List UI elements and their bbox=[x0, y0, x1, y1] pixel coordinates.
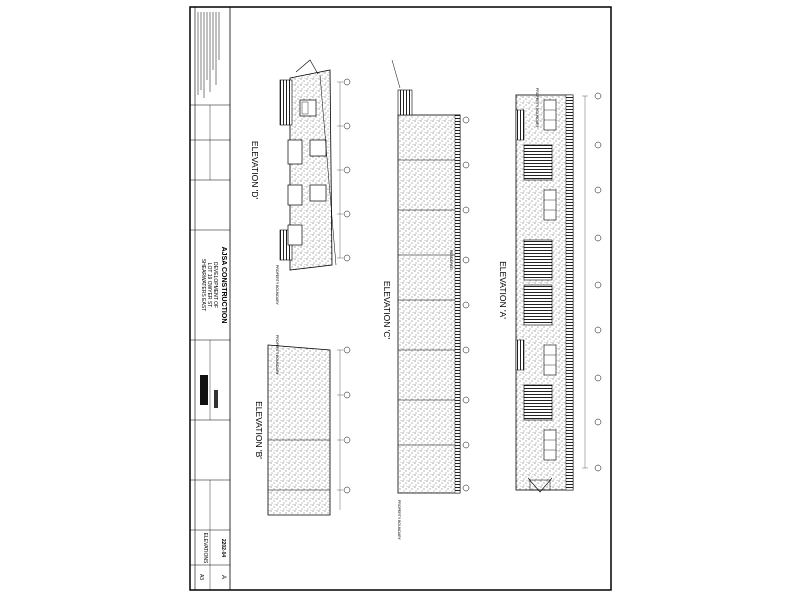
elevation-c-label: ELEVATION 'C' bbox=[382, 281, 392, 340]
elevation-b-note-boundary: PROPERTY BOUNDARY bbox=[275, 335, 279, 376]
project-line-2: LOT 19 OWYER ST bbox=[206, 263, 212, 308]
elevation-a-drawing: ELEVATION 'A' PROPERTY BOUNDARY bbox=[498, 88, 602, 493]
sheet-title: ELEVATIONS bbox=[202, 533, 208, 564]
title-block: AJSA CONSTRUCTION DEVELOPMENT OF LOT 19 … bbox=[190, 7, 231, 590]
elevation-b-drawing: ELEVATION 'B' PROPERTY BOUNDARY bbox=[254, 335, 351, 516]
drawing-number: 2202-04 bbox=[220, 539, 226, 558]
elevation-a-note-boundary: PROPERTY BOUNDARY bbox=[535, 88, 539, 129]
elevation-d-label: ELEVATION 'D' bbox=[250, 141, 260, 200]
elevation-d-note-boundary: PROPERTY BOUNDARY bbox=[275, 265, 279, 306]
project-line-1: DEVELOPMENT OF bbox=[212, 262, 218, 308]
project-line-3: SHEARWATERS EAST bbox=[200, 259, 206, 311]
elevation-a-label: ELEVATION 'A' bbox=[498, 261, 508, 319]
revision: A bbox=[220, 575, 226, 579]
elevation-b-label: ELEVATION 'B' bbox=[254, 401, 264, 459]
elevation-c-note-rendered: RENDERED bbox=[449, 250, 453, 270]
company-name: AJSA CONSTRUCTION bbox=[220, 247, 227, 324]
elevation-c-drawing: ELEVATION 'C' PROPERTY BOUNDARY RENDERED bbox=[382, 59, 470, 541]
elevation-c-note-boundary: PROPERTY BOUNDARY bbox=[397, 500, 401, 541]
sheet-size: A3 bbox=[198, 574, 204, 580]
elevation-d-drawing: ELEVATION 'D' PROPERTY BOUNDARY bbox=[250, 59, 351, 306]
